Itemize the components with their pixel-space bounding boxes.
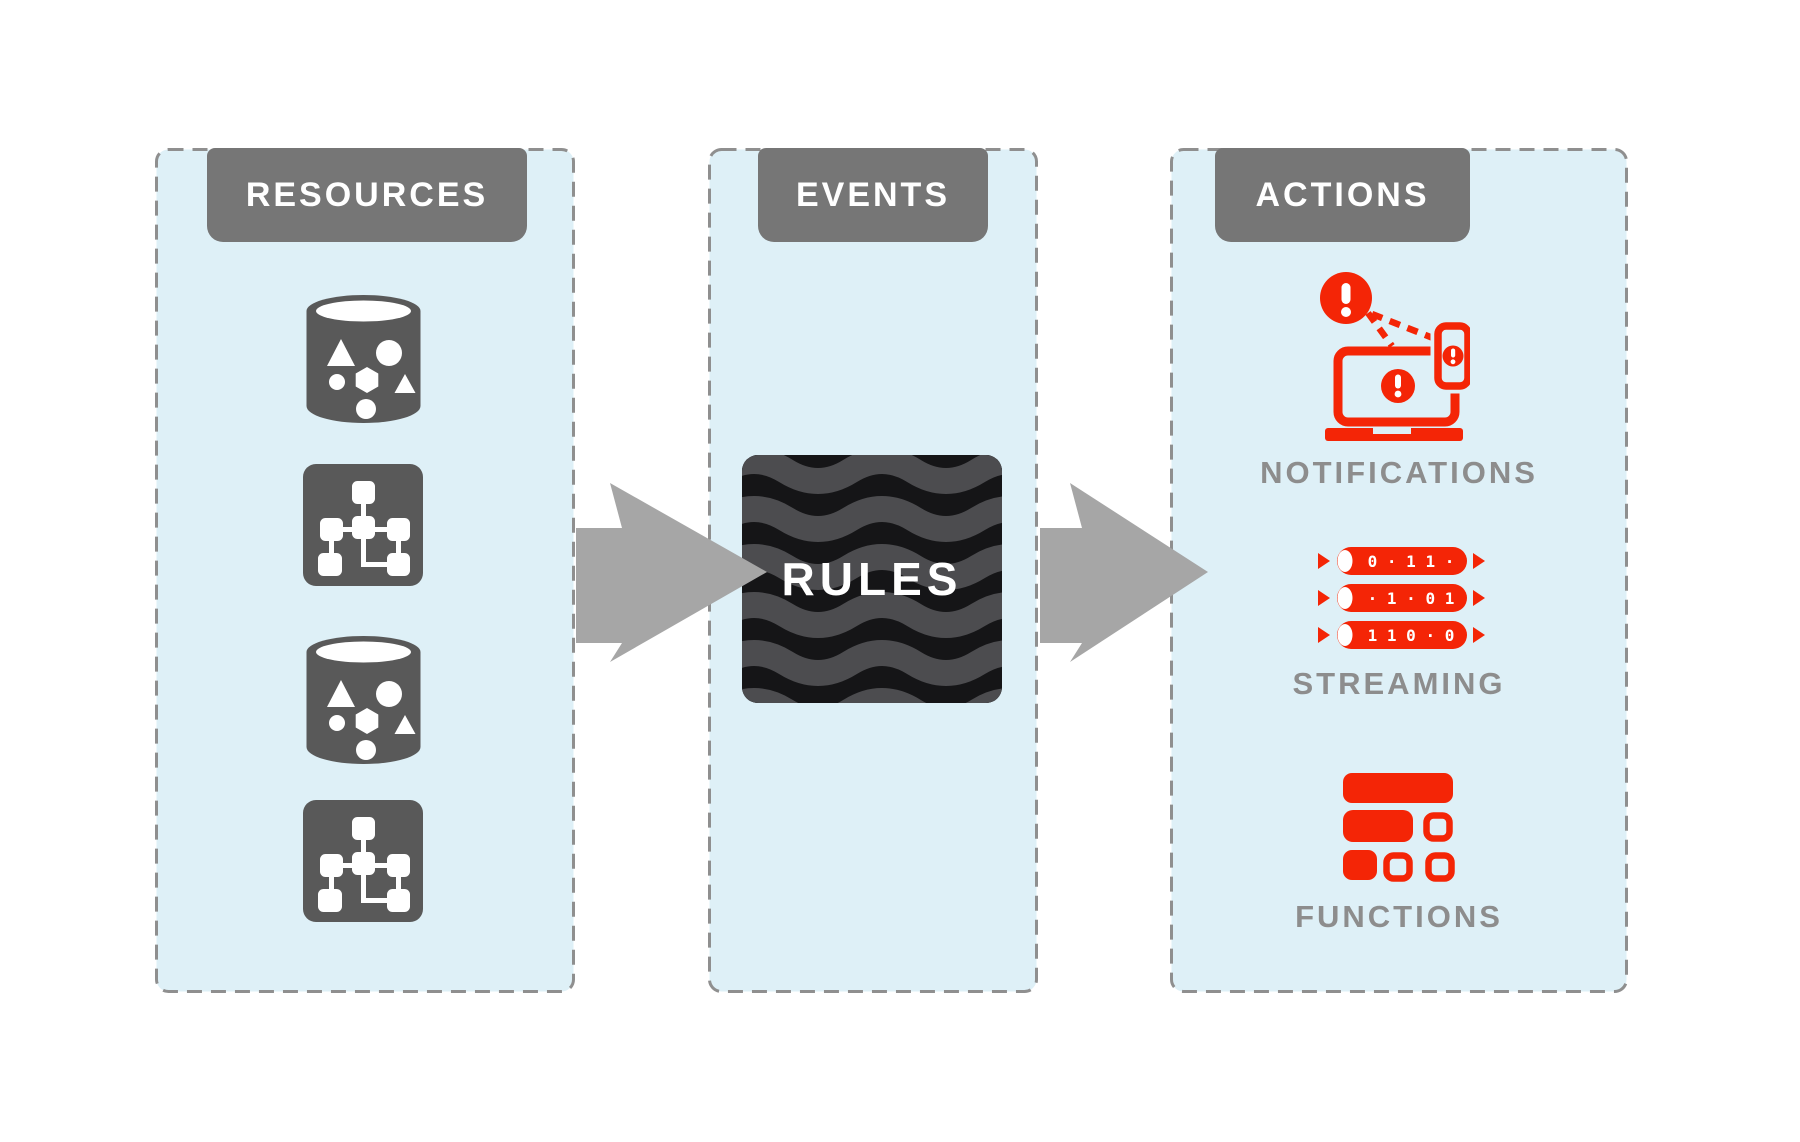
database-icon (306, 295, 421, 423)
alert-devices-icon (1320, 272, 1470, 441)
notifications-label: NOTIFICATIONS (1260, 455, 1538, 490)
panel-resources (155, 148, 575, 993)
blocks-grid-icon (1343, 773, 1455, 882)
panel-header-events: EVENTS (758, 148, 988, 242)
panel-title: ACTIONS (1255, 175, 1430, 214)
panel-title: RESOURCES (245, 175, 489, 214)
bits-text: 0 · 1 1 · (1368, 552, 1455, 571)
flow-arrow-right (1040, 483, 1208, 662)
rules-waves-pattern (742, 455, 1002, 703)
flowchart-icon (303, 464, 423, 586)
flow-arrow-left (576, 483, 767, 662)
panel-header-resources: RESOURCES (207, 148, 527, 242)
binary-stream-icon: 0 · 1 1 · · 1 · 0 1 1 1 0 · 0 (1318, 547, 1485, 649)
rules-label: RULES (781, 553, 963, 605)
rules-box: RULES (742, 455, 1002, 703)
bits-text: 1 1 0 · 0 (1368, 626, 1455, 645)
panel-title: EVENTS (795, 175, 951, 214)
functions-label: FUNCTIONS (1295, 899, 1503, 934)
flowchart-icon (303, 800, 423, 922)
streaming-label: STREAMING (1292, 666, 1506, 701)
database-icon (306, 636, 421, 764)
panel-header-actions: ACTIONS (1215, 148, 1470, 242)
bits-text: · 1 · 0 1 (1368, 589, 1455, 608)
